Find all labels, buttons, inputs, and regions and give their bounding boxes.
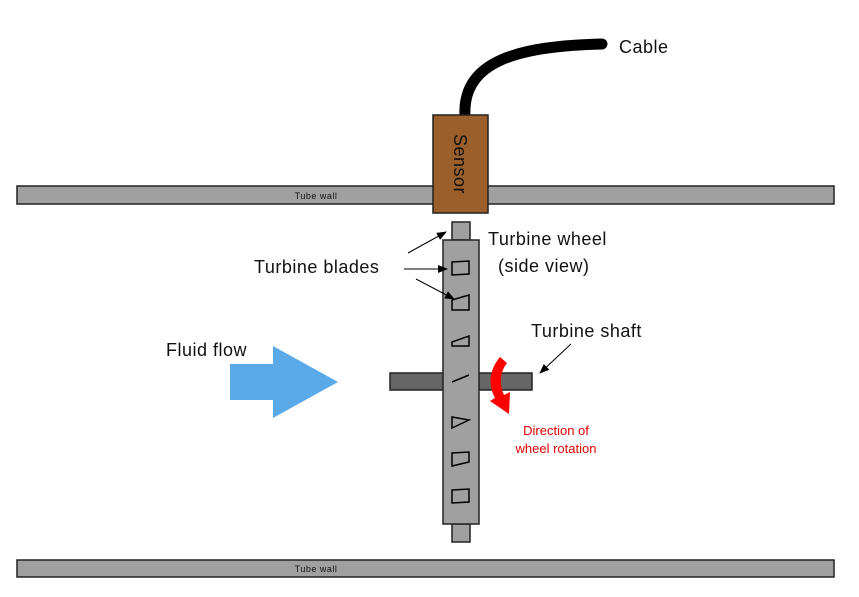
turbine-shaft-label: Turbine shaft	[531, 321, 642, 341]
turbine-blades-label: Turbine blades	[254, 257, 379, 277]
cable	[459, 38, 608, 122]
wheel-stub-bottom	[451, 523, 471, 543]
tube-wall-top	[16, 185, 835, 205]
tube-wall-bottom	[16, 559, 835, 578]
rotation-arrow	[490, 357, 510, 414]
tube-wall-top-label: Tube wall	[295, 191, 338, 201]
turbine-wheel	[442, 239, 480, 525]
turbine-wheel-label-line2: (side view)	[498, 256, 590, 276]
rotation-label-line2: wheel rotation	[515, 441, 597, 456]
blade	[451, 293, 470, 311]
blade	[451, 374, 470, 383]
blade	[451, 416, 472, 430]
tube-wall-bottom-label: Tube wall	[295, 564, 338, 574]
blade	[451, 334, 470, 347]
turbine-wheel-label-line1: Turbine wheel	[488, 229, 607, 249]
rotation-label-line1: Direction of	[523, 423, 589, 438]
blade	[451, 451, 470, 467]
blade	[451, 488, 470, 504]
sensor	[432, 114, 489, 214]
turbine-blades-pointer-arrow	[415, 278, 455, 300]
turbine-shaft-pointer-arrow	[539, 343, 572, 374]
turbine-blades	[451, 260, 472, 504]
sensor-label: Sensor	[450, 134, 470, 194]
turbine-wheel-pointer-arrow	[407, 231, 447, 254]
fluid-flow-arrow	[230, 346, 338, 418]
blade	[451, 260, 470, 276]
cable-label: Cable	[619, 37, 669, 57]
wheel-stub-top	[451, 221, 471, 241]
fluid-flow-label: Fluid flow	[166, 340, 248, 360]
